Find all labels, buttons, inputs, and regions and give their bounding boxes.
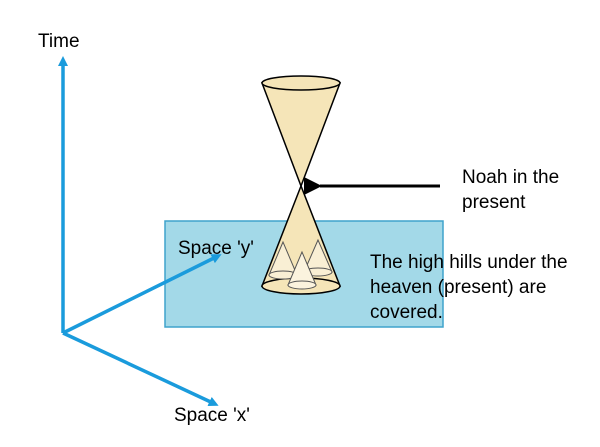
hill-cone-center-base: [287, 280, 317, 290]
future-cone-rim: [261, 75, 341, 91]
space-x-axis-label: Space 'x': [174, 405, 250, 426]
time-axis-label: Time: [38, 31, 80, 52]
noah-annotation: Noah in the present: [462, 167, 560, 213]
space-y-axis-label: Space 'y': [178, 238, 254, 259]
hills-annotation: The high hills under the heaven (present…: [370, 252, 568, 323]
space-y-axis-arrow: [62, 254, 222, 335]
future-light-cone: [260, 82, 342, 189]
space-x-axis-arrow: [62, 331, 219, 406]
covered-hills: [268, 238, 333, 290]
